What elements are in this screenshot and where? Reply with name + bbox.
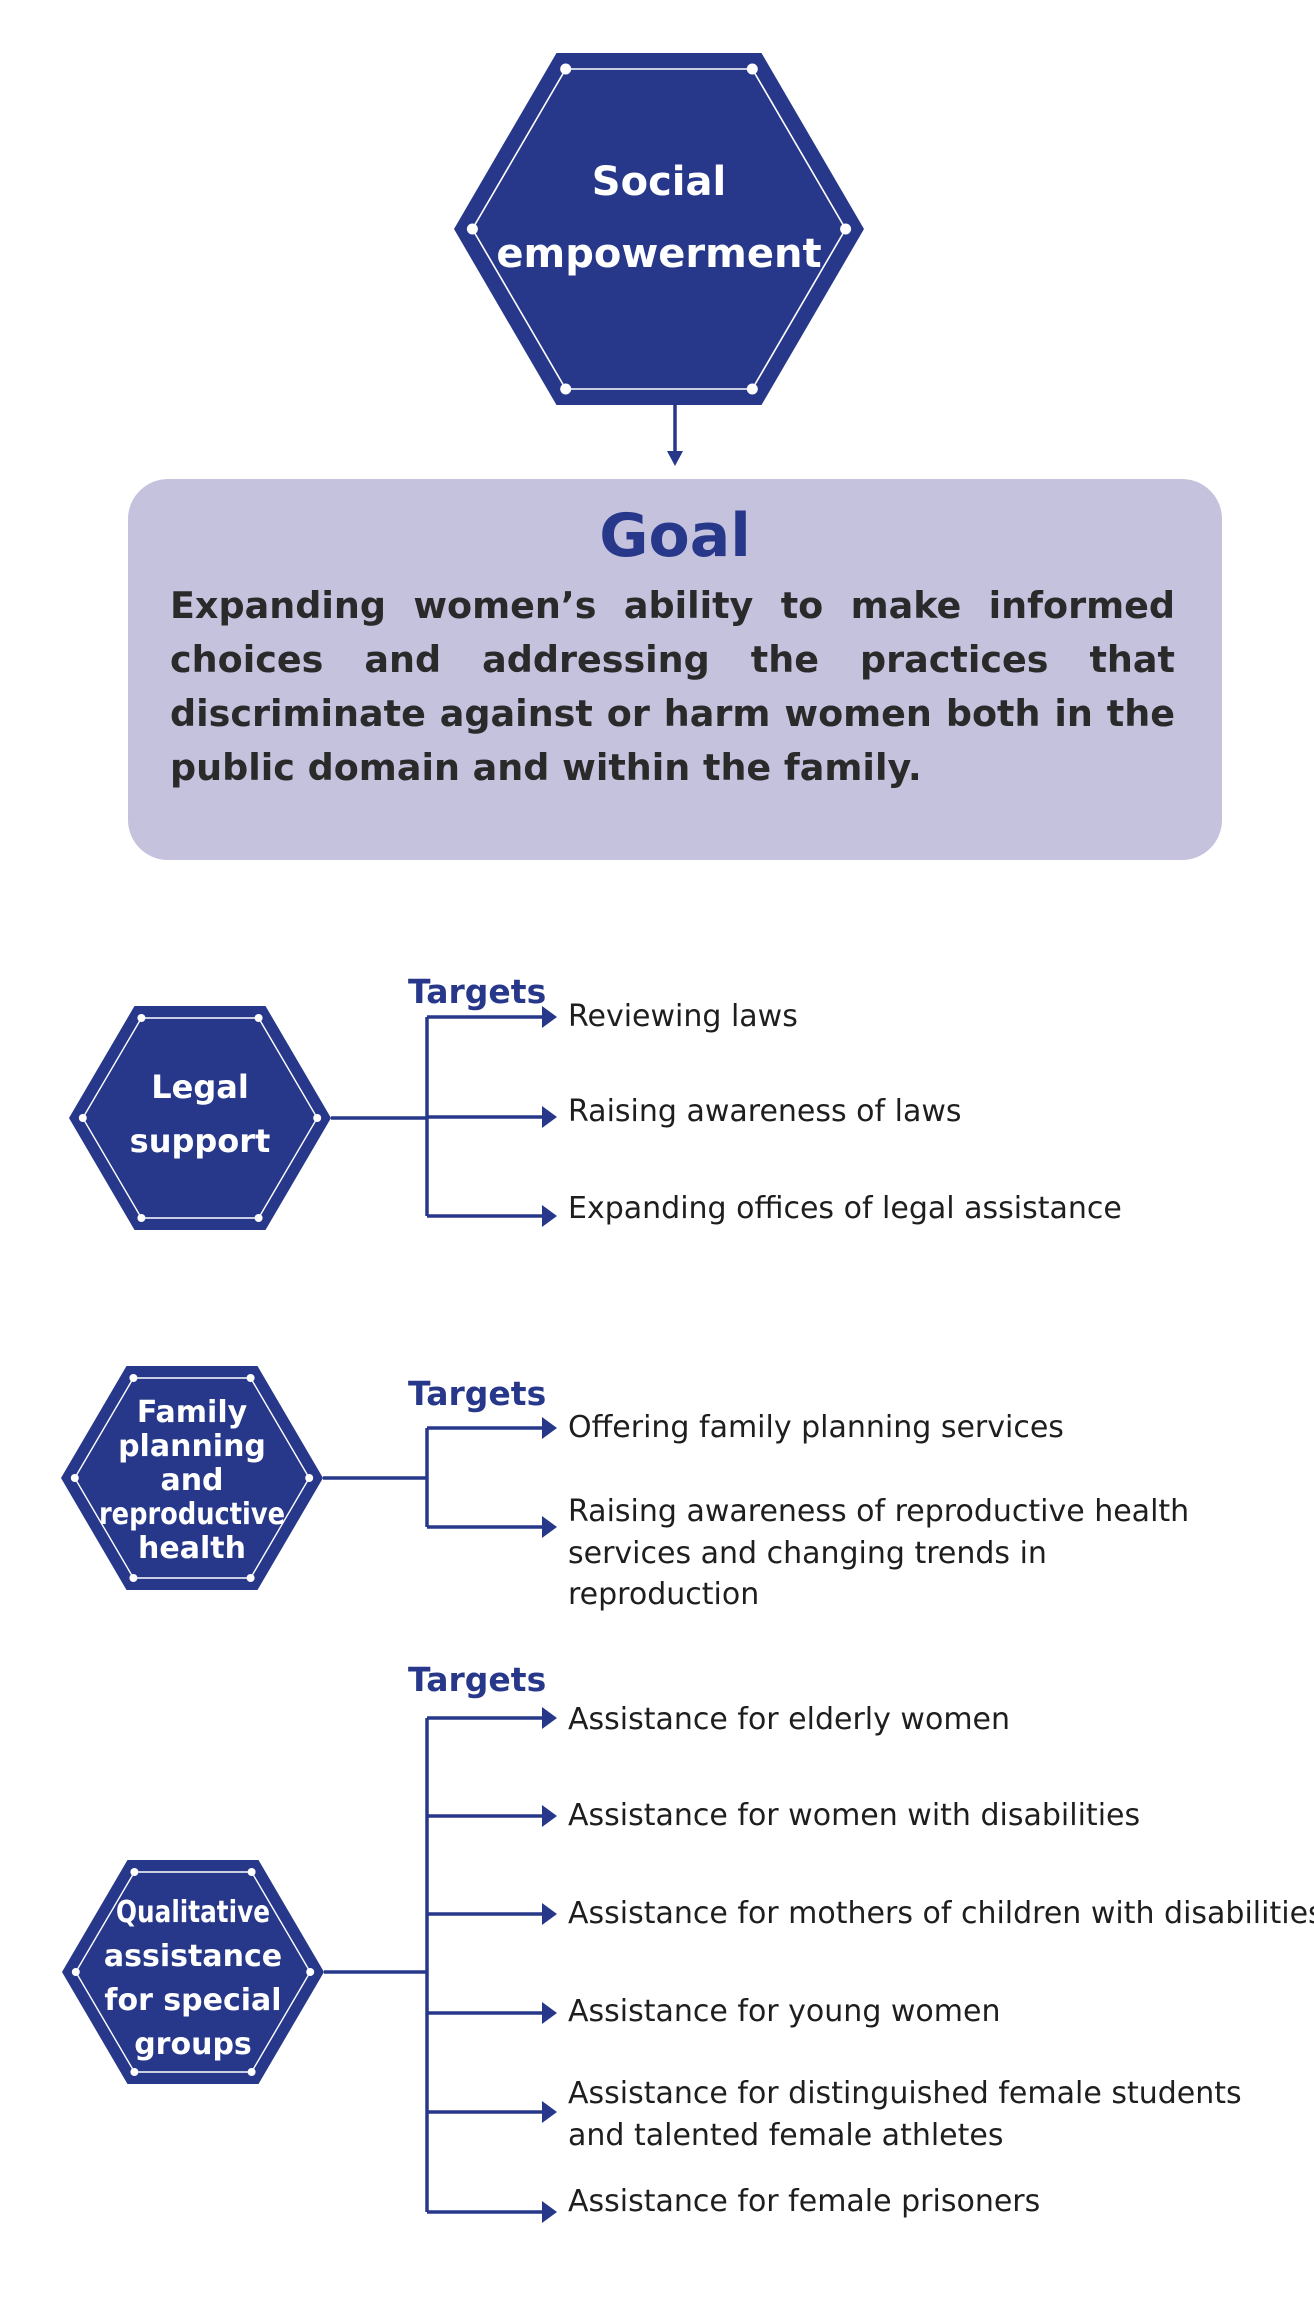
hexagon-dot [70, 1474, 79, 1482]
hexagon-dot [313, 1114, 322, 1122]
targets-label: Targets [408, 972, 546, 1011]
target-item-line: Assistance for distinguished female stud… [568, 2076, 1242, 2111]
branch-arrow [542, 1205, 557, 1227]
branch-arrow [542, 1805, 557, 1827]
branch-arrow [542, 1903, 557, 1925]
hexagon-dot [71, 1968, 80, 1976]
hexagon-shape [454, 53, 864, 405]
branch-arrow [542, 2201, 557, 2223]
hex-label-line: planning [118, 1429, 266, 1464]
hexagon-dots [466, 63, 852, 395]
hexagon-dot [137, 1014, 146, 1022]
target-item: Assistance for women with disabilities [568, 1798, 1140, 1833]
hexagon-dot [247, 2068, 256, 2076]
target-item: Offering family planning services [568, 1410, 1064, 1445]
hexagon-dot [306, 1968, 315, 1976]
hexagon-dot [254, 1214, 263, 1222]
hexagon-shape [62, 1860, 324, 2084]
hexagon-dot [840, 223, 852, 235]
hexagon-dot [246, 1374, 255, 1382]
branch-arrow [542, 1707, 557, 1729]
top-hex-line-2: empowerment [496, 231, 821, 277]
branch-arrow [542, 1006, 557, 1028]
qualitative-assistance-group: Qualitative assistance for special group… [62, 1660, 1314, 2219]
hex-label-line: Qualitative [116, 1895, 270, 1930]
hex-label-line: and [160, 1463, 223, 1498]
hexagon-dot [560, 63, 572, 75]
hexagon-dots [71, 1868, 315, 2076]
top-hex-line-1: Social [592, 159, 726, 205]
target-item-line: services and changing trends in [568, 1536, 1047, 1571]
target-item: Assistance for mothers of children with … [568, 1896, 1314, 1931]
down-arrow-head [667, 451, 683, 466]
legal-support-group: Legal support Targets Reviewing laws Rai… [69, 972, 1122, 1230]
hex-label-line: Legal [151, 1068, 249, 1106]
hex-label-line: groups [134, 2027, 252, 2062]
hexagon-dot [137, 1214, 146, 1222]
target-item: Reviewing laws [568, 999, 798, 1034]
hex-label-line: support [130, 1122, 271, 1160]
target-item-line: reproduction [568, 1577, 759, 1612]
target-item: Expanding offices of legal assistance [568, 1191, 1122, 1226]
social-empowerment-hexagon: Social empowerment [454, 53, 864, 405]
goal-box: Goal Expanding women’s ability to make i… [128, 479, 1222, 860]
connectors [323, 405, 683, 2223]
branch-arrow [542, 1417, 557, 1439]
hexagon-dot [246, 1574, 255, 1582]
hexagon-dots [70, 1374, 314, 1582]
hexagon-dot [78, 1114, 87, 1122]
branch-arrow [542, 2101, 557, 2123]
hexagon-dot [247, 1868, 256, 1876]
goal-description: Expanding women’s ability to make inform… [170, 584, 1175, 789]
hexagon-dot [129, 1374, 138, 1382]
target-item: Assistance for female prisoners [568, 2184, 1040, 2219]
targets-label: Targets [408, 1374, 546, 1413]
hex-label-line: for special [104, 1983, 281, 2018]
hexagon-dots [78, 1014, 322, 1222]
target-item-line: Raising awareness of reproductive health [568, 1494, 1189, 1529]
hexagon-dot [305, 1474, 314, 1482]
targets-label: Targets [408, 1660, 546, 1699]
hexagon-dot [746, 63, 758, 75]
target-item: Assistance for young women [568, 1994, 1000, 2029]
target-item: Assistance for elderly women [568, 1702, 1010, 1737]
hexagon-dot [254, 1014, 263, 1022]
target-item-line: and talented female athletes [568, 2118, 1003, 2153]
branch-arrow [542, 1516, 557, 1538]
family-planning-group: Family planning and reproductive health … [61, 1366, 1189, 1612]
hexagon-dot [466, 223, 478, 235]
hex-label-line: reproductive [99, 1497, 285, 1532]
hexagon-shape [61, 1366, 323, 1590]
hex-label-line: health [138, 1531, 246, 1566]
hexagon-dot [560, 383, 572, 395]
hexagon-dot [129, 1574, 138, 1582]
hexagon-dot [130, 2068, 139, 2076]
target-item: Raising awareness of laws [568, 1094, 962, 1129]
hex-label-line: assistance [104, 1939, 282, 1974]
goal-title: Goal [599, 501, 751, 571]
hex-label-line: Family [137, 1395, 248, 1430]
hexagon-dot [746, 383, 758, 395]
hexagon-dot [130, 1868, 139, 1876]
hexagon-shape [69, 1006, 331, 1230]
branch-arrow [542, 1106, 557, 1128]
branch-arrow [542, 2002, 557, 2024]
